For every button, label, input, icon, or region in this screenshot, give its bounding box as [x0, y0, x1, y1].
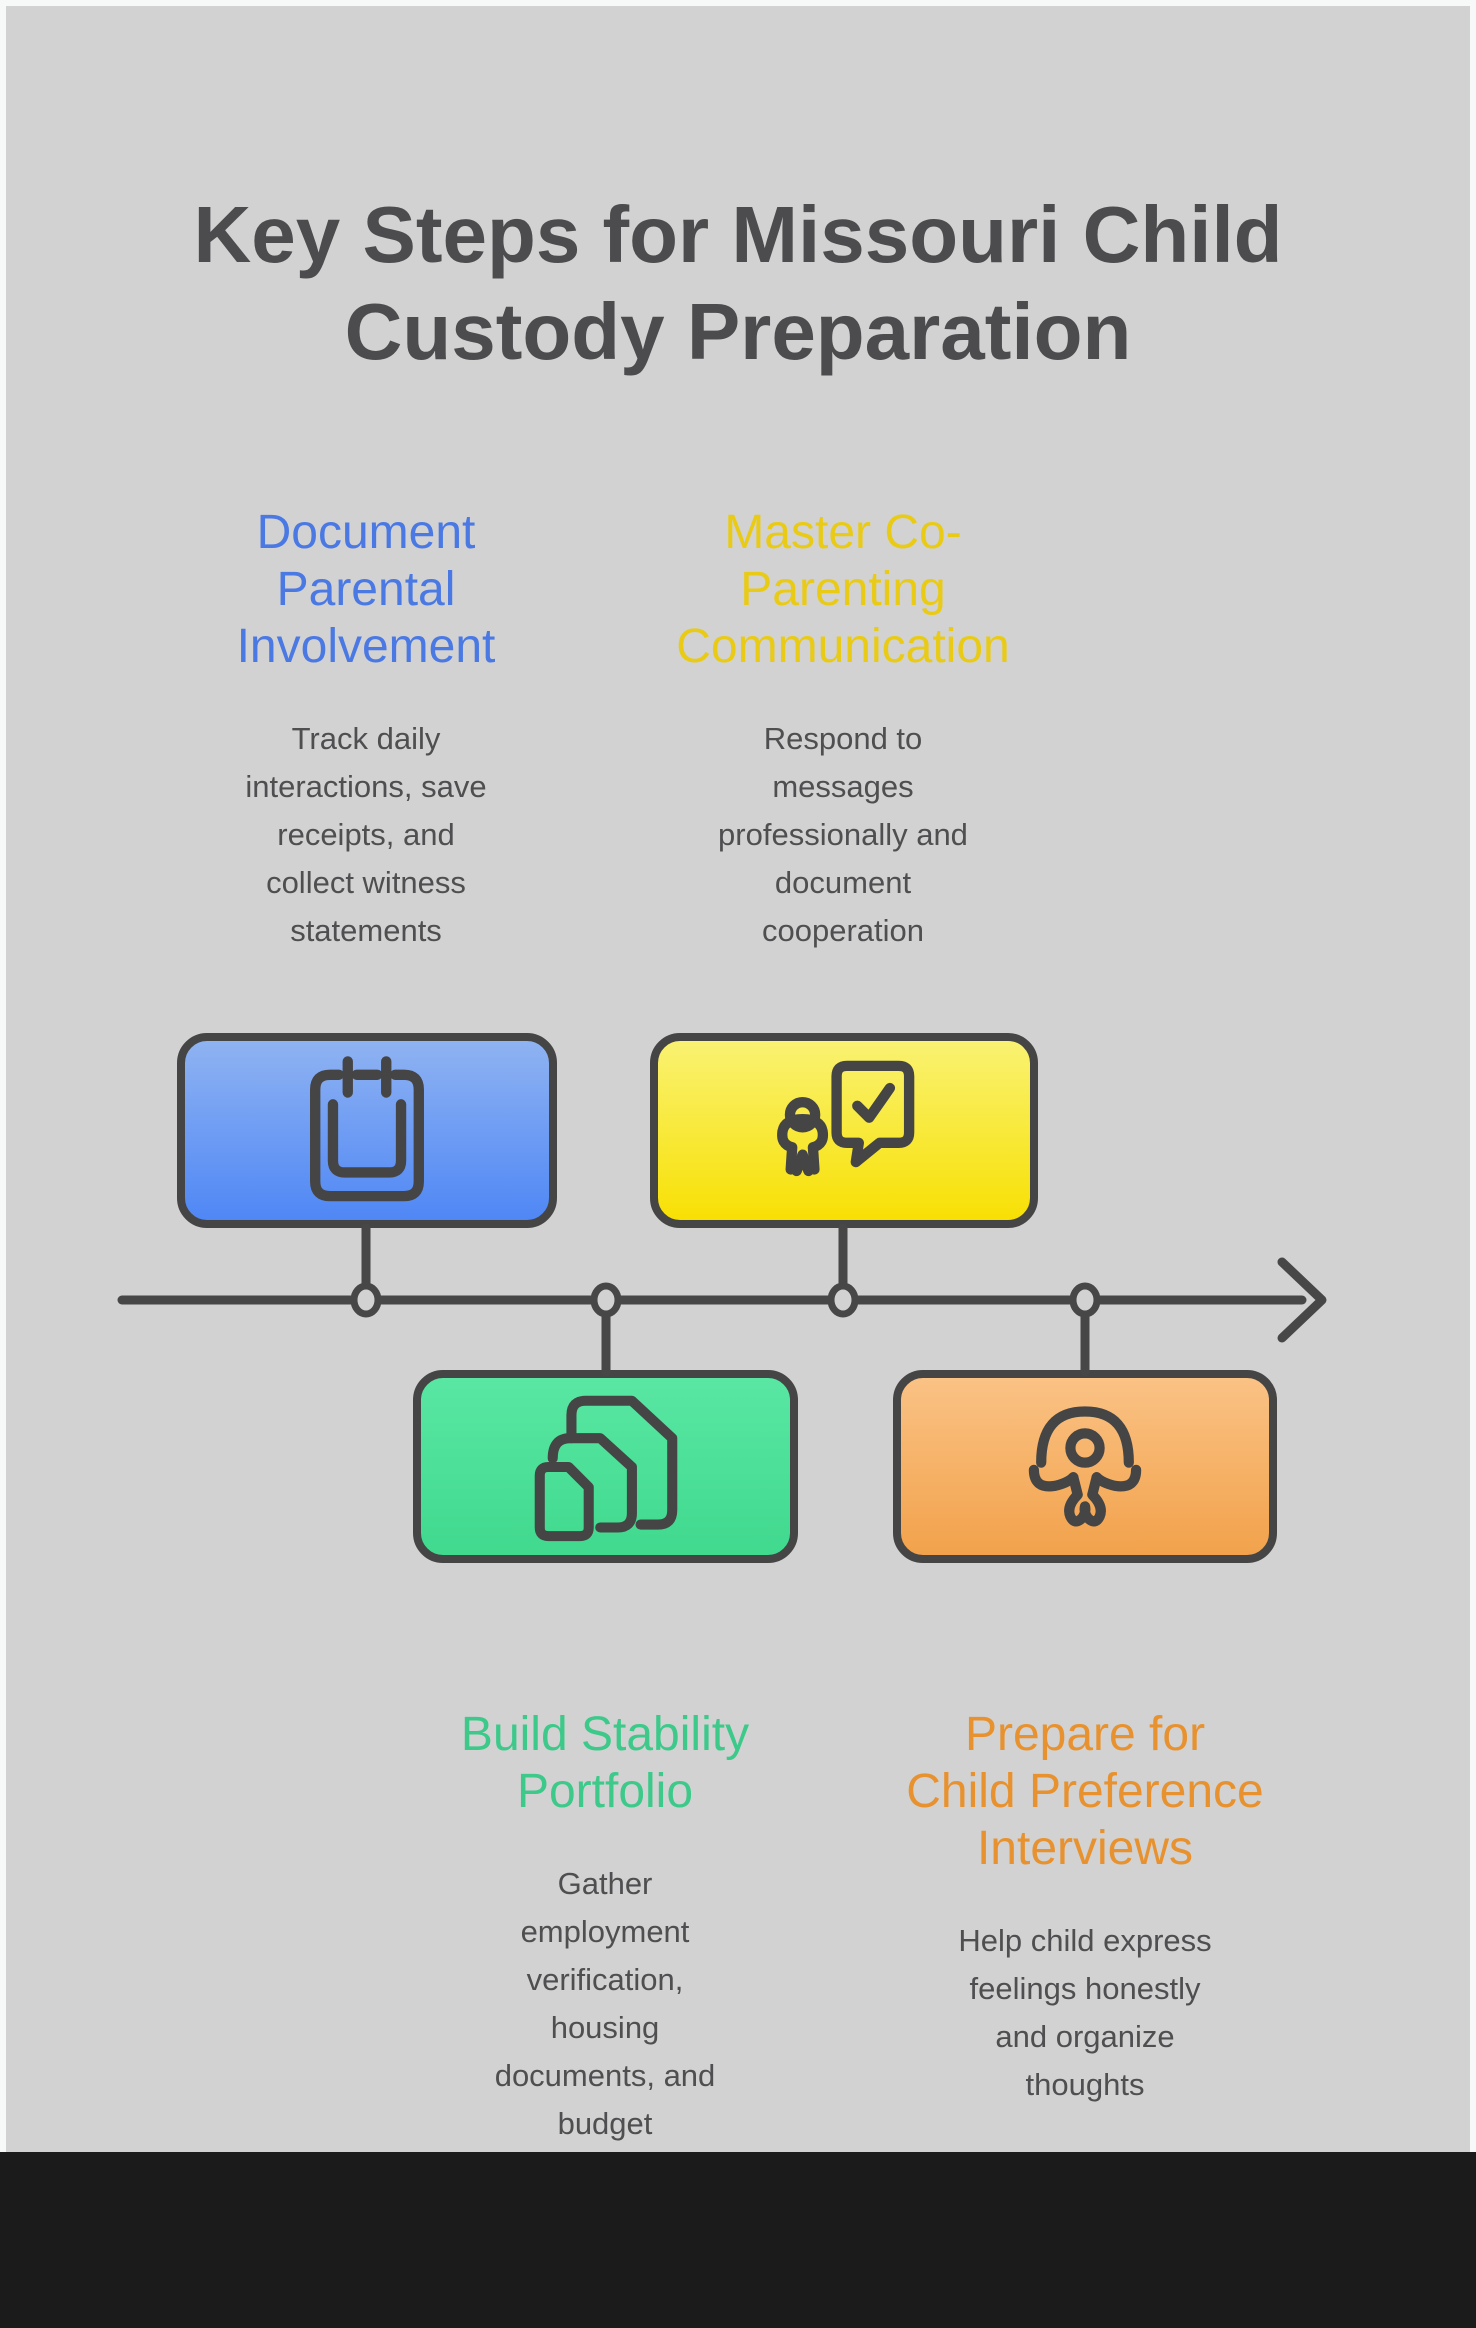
page-title: Key Steps for Missouri Child Custody Pre…: [193, 190, 1283, 376]
stacked-documents-icon: [534, 1395, 677, 1541]
step-2-title: Master Co- Parenting Communication: [676, 506, 1010, 673]
step-3-box: [413, 1370, 798, 1563]
person-chat-check-icon: [777, 1060, 915, 1176]
step-1-box: [177, 1033, 557, 1228]
step-2-box: [650, 1033, 1038, 1228]
step-1-text-block: Document Parental Involvement Track dail…: [176, 486, 556, 973]
step-4-title: Prepare for Child Preference Interviews: [906, 1708, 1264, 1875]
step-1-description: Track daily interactions, save receipts,…: [245, 721, 487, 948]
calendar-icon: [310, 1055, 424, 1201]
footer-bar: [0, 2152, 1476, 2328]
step-2-text-block: Master Co- Parenting Communication Respo…: [643, 486, 1043, 973]
child-icon: [1028, 1405, 1142, 1526]
step-4-description: Help child express feelings honestly and…: [958, 1923, 1212, 2102]
step-3-text-block: Build Stability Portfolio Gather employm…: [405, 1688, 805, 2166]
step-4-box: [893, 1370, 1277, 1563]
step-3-title: Build Stability Portfolio: [460, 1708, 750, 1818]
step-1-title: Document Parental Involvement: [236, 506, 496, 673]
step-4-text-block: Prepare for Child Preference Interviews …: [875, 1688, 1295, 2127]
step-3-description: Gather employment verification, housing …: [494, 1866, 716, 2141]
step-2-description: Respond to messages professionally and d…: [718, 721, 968, 948]
